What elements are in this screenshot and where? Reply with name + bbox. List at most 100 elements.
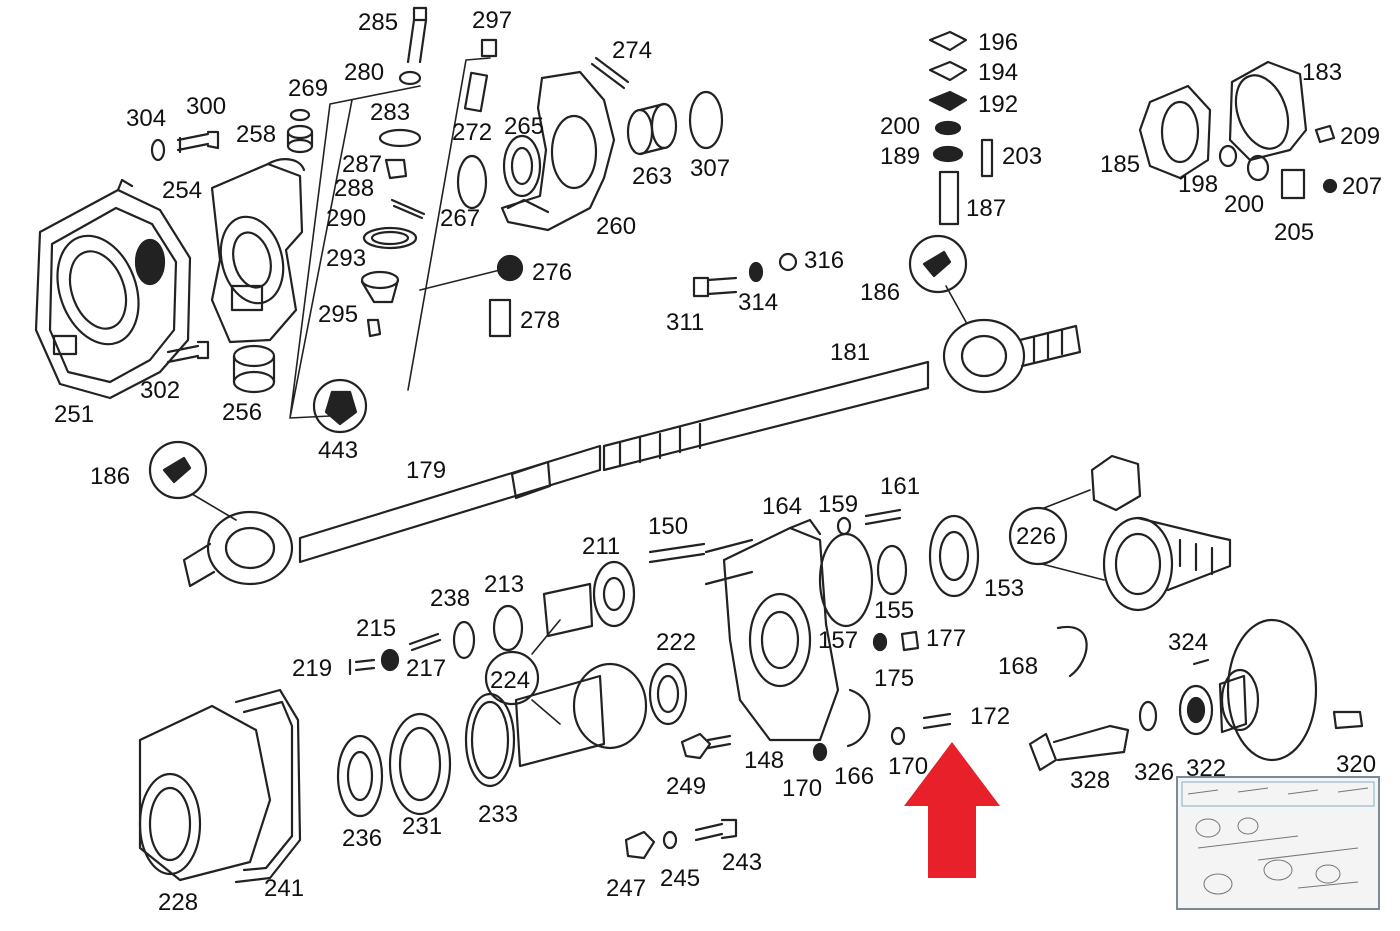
label-150: 150 <box>648 513 688 540</box>
label-155: 155 <box>874 597 914 624</box>
label-211: 211 <box>582 533 620 560</box>
label-245: 245 <box>660 865 700 892</box>
label-256: 256 <box>222 399 262 426</box>
label-200a: 200 <box>880 113 920 140</box>
housing-228 <box>138 688 302 884</box>
label-293: 293 <box>326 245 366 272</box>
small-parts-bottom-left <box>336 632 516 818</box>
differential-183 <box>1138 60 1338 200</box>
label-213: 213 <box>484 571 524 598</box>
label-166: 166 <box>834 763 874 790</box>
label-233: 233 <box>478 801 518 828</box>
label-280: 280 <box>344 59 384 86</box>
label-181: 181 <box>830 339 870 366</box>
label-205: 205 <box>1274 219 1314 246</box>
bracket-260 <box>456 56 724 338</box>
label-196: 196 <box>978 29 1018 56</box>
label-278: 278 <box>520 307 560 334</box>
label-249: 249 <box>666 773 706 800</box>
label-194: 194 <box>978 59 1018 86</box>
label-320: 320 <box>1336 751 1376 778</box>
label-207: 207 <box>1342 173 1382 200</box>
bolts-243-249 <box>624 732 738 860</box>
knuckle-254 <box>210 158 306 344</box>
bolt-group-311 <box>692 252 798 298</box>
label-241: 241 <box>264 875 304 902</box>
label-198: 198 <box>1178 171 1218 198</box>
label-159: 159 <box>818 491 858 518</box>
label-297: 297 <box>472 7 512 34</box>
label-272: 272 <box>452 119 492 146</box>
label-276: 276 <box>532 259 572 286</box>
label-285: 285 <box>358 9 398 36</box>
thumbnail-preview <box>1181 781 1375 895</box>
label-236: 236 <box>342 825 382 852</box>
label-295: 295 <box>318 301 358 328</box>
label-304: 304 <box>126 105 166 132</box>
label-328: 328 <box>1070 767 1110 794</box>
label-175: 175 <box>874 665 914 692</box>
label-170b: 170 <box>888 753 928 780</box>
label-324: 324 <box>1168 629 1208 656</box>
output-153 <box>1008 454 1232 612</box>
label-290: 290 <box>326 205 366 232</box>
label-209: 209 <box>1340 123 1380 150</box>
label-168: 168 <box>998 653 1038 680</box>
label-187: 187 <box>966 195 1006 222</box>
label-243: 243 <box>722 849 762 876</box>
label-192: 192 <box>978 91 1018 118</box>
label-179: 179 <box>406 457 446 484</box>
label-231: 231 <box>402 813 442 840</box>
label-148: 148 <box>744 747 784 774</box>
label-215: 215 <box>356 615 396 642</box>
label-172: 172 <box>970 703 1010 730</box>
label-260: 260 <box>596 213 636 240</box>
label-224: 224 <box>490 667 530 694</box>
shaft-179 <box>148 440 602 588</box>
label-238: 238 <box>430 585 470 612</box>
housing-251 <box>34 178 192 400</box>
label-283: 283 <box>370 99 410 126</box>
label-219: 219 <box>292 655 332 682</box>
label-258: 258 <box>236 121 276 148</box>
label-287: 287 <box>342 151 382 178</box>
label-183: 183 <box>1302 59 1342 86</box>
label-254: 254 <box>162 177 202 204</box>
label-443: 443 <box>318 437 358 464</box>
label-186a: 186 <box>860 279 900 306</box>
small-parts-left <box>150 6 501 434</box>
label-326: 326 <box>1134 759 1174 786</box>
gears-224 <box>452 542 706 768</box>
label-226: 226 <box>1016 523 1056 550</box>
label-203: 203 <box>1002 143 1042 170</box>
label-251: 251 <box>54 401 94 428</box>
label-200b: 200 <box>1224 191 1264 218</box>
label-265: 265 <box>504 113 544 140</box>
label-217: 217 <box>406 655 446 682</box>
label-311: 311 <box>666 309 704 336</box>
label-189: 189 <box>880 143 920 170</box>
label-316: 316 <box>804 247 844 274</box>
shaft-181 <box>602 234 1082 472</box>
label-267: 267 <box>440 205 480 232</box>
label-228: 228 <box>158 889 198 916</box>
navigator-thumbnail[interactable] <box>1176 776 1380 910</box>
label-170a: 170 <box>782 775 822 802</box>
label-274: 274 <box>612 37 652 64</box>
label-185: 185 <box>1100 151 1140 178</box>
label-177: 177 <box>926 625 966 652</box>
label-302: 302 <box>140 377 180 404</box>
label-161: 161 <box>880 473 920 500</box>
housing-148 <box>704 508 980 762</box>
label-157: 157 <box>818 627 858 654</box>
label-314: 314 <box>738 289 778 316</box>
stack-187-203 <box>928 30 994 226</box>
label-222: 222 <box>656 629 696 656</box>
label-307: 307 <box>690 155 730 182</box>
label-186b: 186 <box>90 463 130 490</box>
label-263: 263 <box>632 163 672 190</box>
label-153: 153 <box>984 575 1024 602</box>
